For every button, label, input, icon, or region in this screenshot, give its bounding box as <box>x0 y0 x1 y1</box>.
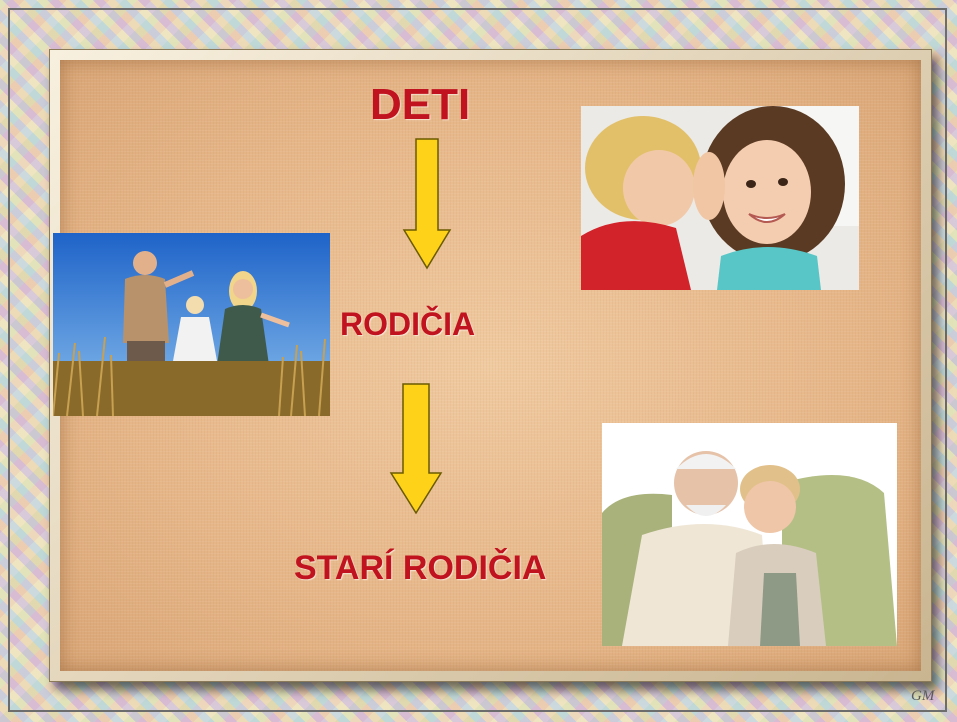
author-signature: GM <box>911 688 935 704</box>
label-rodicia: RODIČIA <box>340 306 476 342</box>
family-in-field-photo <box>53 233 330 416</box>
title-deti: DETI <box>370 80 471 129</box>
label-stari-rodicia: STARÍ RODIČIA <box>294 549 547 587</box>
grandparents-photo <box>602 423 897 646</box>
children-whispering-photo <box>581 106 859 290</box>
down-arrow-icon <box>389 383 443 515</box>
down-arrow-icon <box>402 138 452 270</box>
